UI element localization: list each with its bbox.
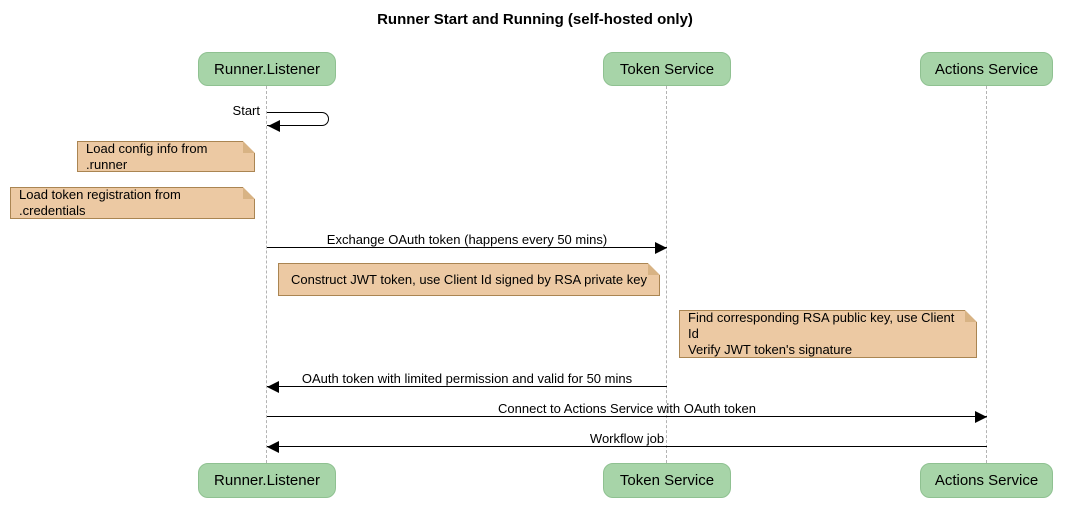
message-label: Exchange OAuth token (happens every 50 m… bbox=[326, 232, 608, 247]
arrowhead-left-icon bbox=[267, 380, 279, 393]
note-fold-icon bbox=[648, 263, 660, 275]
note-verify-jwt: Find corresponding RSA public key, use C… bbox=[679, 310, 977, 358]
participant-bottom-actions-service: Actions Service bbox=[920, 463, 1053, 498]
arrowhead-right-icon bbox=[655, 241, 667, 254]
participant-bottom-token-service: Token Service bbox=[603, 463, 731, 498]
message-label: Workflow job bbox=[589, 431, 665, 446]
message-oauth-return: OAuth token with limited permission and … bbox=[267, 371, 667, 393]
message-label: Connect to Actions Service with OAuth to… bbox=[498, 401, 756, 416]
note-construct-jwt: Construct JWT token, use Client Id signe… bbox=[278, 263, 660, 296]
message-line bbox=[267, 241, 667, 254]
message-line bbox=[267, 380, 667, 393]
arrowhead-left-icon bbox=[268, 120, 280, 132]
message-label: OAuth token with limited permission and … bbox=[301, 371, 633, 386]
message-workflow-job: Workflow job bbox=[267, 431, 987, 453]
lifeline-runner-listener bbox=[266, 86, 267, 463]
message-exchange-oauth: Exchange OAuth token (happens every 50 m… bbox=[267, 232, 667, 254]
message-line bbox=[267, 440, 987, 453]
note-fold-icon bbox=[965, 310, 977, 322]
message-start-self-arrow bbox=[267, 112, 329, 126]
note-text: Load token registration from .credential… bbox=[19, 187, 181, 218]
note-text: Load config info from .runner bbox=[86, 140, 208, 172]
note-text: Find corresponding RSA public key, use C… bbox=[688, 310, 968, 358]
diagram-title: Runner Start and Running (self-hosted on… bbox=[377, 11, 693, 28]
note-text-line: Find corresponding RSA public key, use C… bbox=[688, 310, 955, 341]
note-load-token-registration: Load token registration from .credential… bbox=[10, 187, 255, 219]
message-line bbox=[267, 410, 987, 423]
arrowhead-left-icon bbox=[267, 440, 279, 453]
note-fold-icon bbox=[243, 141, 255, 153]
lifeline-token-service bbox=[666, 86, 667, 463]
participant-top-token-service: Token Service bbox=[603, 52, 731, 86]
participant-top-actions-service: Actions Service bbox=[920, 52, 1053, 86]
lifeline-actions-service bbox=[986, 86, 987, 463]
arrowhead-right-icon bbox=[975, 410, 987, 423]
message-connect-actions: Connect to Actions Service with OAuth to… bbox=[267, 401, 987, 423]
note-text: Construct JWT token, use Client Id signe… bbox=[291, 271, 647, 287]
note-text-line: Verify JWT token's signature bbox=[688, 342, 853, 357]
note-fold-icon bbox=[243, 187, 255, 199]
note-load-config: Load config info from .runner bbox=[77, 141, 255, 172]
participant-bottom-runner-listener: Runner.Listener bbox=[198, 463, 336, 498]
participant-top-runner-listener: Runner.Listener bbox=[198, 52, 336, 86]
message-start-label: Start bbox=[232, 103, 260, 118]
